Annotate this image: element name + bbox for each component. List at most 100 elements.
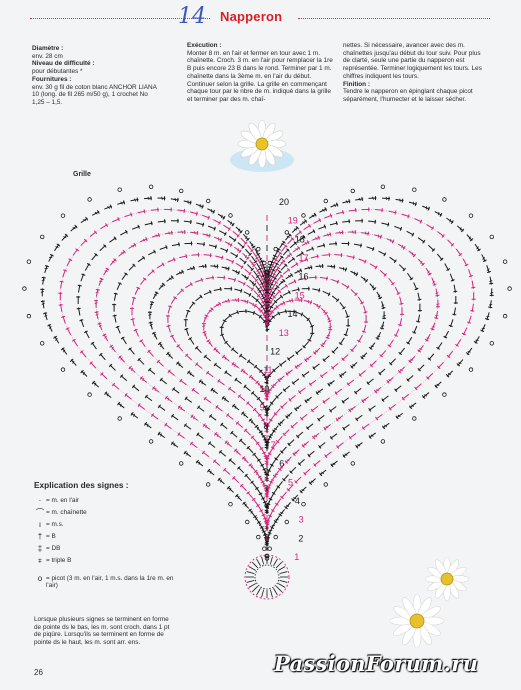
stitch-symbol — [213, 287, 222, 292]
stitch-symbol — [250, 391, 259, 399]
stitch-symbol — [253, 364, 262, 372]
stitch-symbol — [164, 422, 172, 430]
stitch-symbol — [144, 394, 153, 402]
daisy-image-top — [230, 119, 294, 172]
finition-label: Finition : — [343, 80, 370, 88]
stitch-symbol — [445, 370, 453, 378]
stitch-symbol — [277, 300, 286, 307]
stitch-symbol — [196, 432, 204, 439]
stitch-symbol — [434, 311, 439, 320]
stitch-symbol — [285, 369, 293, 376]
stitch-symbol — [286, 309, 296, 314]
stitch-symbol — [213, 301, 222, 308]
picot-symbol — [26, 313, 32, 319]
stitch-symbol — [237, 280, 246, 286]
stitch-symbol — [210, 387, 218, 395]
stitch-symbol — [366, 378, 374, 386]
stitch-symbol — [355, 442, 363, 449]
stitch-symbol — [342, 219, 351, 224]
row-number-label: 15 — [295, 290, 305, 300]
page-number: 26 — [34, 668, 43, 677]
stitch-symbol — [272, 262, 279, 271]
stitch-symbol — [355, 196, 364, 202]
stitch-symbol — [166, 275, 174, 282]
stitch-symbol — [323, 232, 332, 237]
stitch-symbol — [291, 494, 299, 502]
stitch-symbol — [41, 276, 46, 285]
stitch-symbol — [66, 258, 73, 267]
stitch-symbol — [235, 493, 243, 502]
stitch-symbol — [295, 348, 303, 355]
stitch-symbol — [195, 203, 204, 209]
stitch-symbol — [353, 243, 363, 248]
stitch-symbol — [295, 311, 304, 317]
stitch-symbol — [158, 282, 166, 290]
stitch-symbol — [481, 254, 487, 263]
stitch-symbol — [394, 225, 403, 231]
stitch-symbol — [256, 396, 264, 405]
legend-item: ⧧= triple B — [34, 556, 184, 574]
fournitures-value: env. 30 g fil de coton blanc ANCHOR LIAN… — [32, 83, 157, 106]
stitch-symbol — [448, 319, 454, 328]
stitch-symbol — [313, 460, 321, 467]
stitch-symbol — [280, 263, 288, 271]
stitch-symbol — [303, 468, 311, 476]
stitch-symbol — [69, 358, 77, 366]
stitch-symbol — [310, 326, 315, 335]
legend-item: ·= m. en l'air — [34, 496, 184, 508]
stitch-symbol — [151, 331, 158, 340]
stitch-symbol — [273, 266, 281, 274]
picot-symbol — [117, 187, 122, 192]
stitch-symbol — [327, 380, 335, 387]
stitch-symbol — [318, 224, 327, 230]
row-number-label: 2 — [298, 533, 303, 543]
stitch-symbol — [234, 288, 243, 293]
chain-arch — [131, 254, 403, 462]
stitch-symbol — [241, 456, 249, 464]
stitch-symbol — [176, 269, 184, 276]
picot-symbol — [262, 546, 267, 551]
picot-symbol — [350, 188, 355, 194]
stitch-symbol — [291, 287, 300, 292]
stitch-symbol — [231, 403, 240, 411]
stitch-symbol — [272, 285, 280, 293]
stitch-symbol — [124, 393, 132, 400]
stitch-symbol — [334, 388, 343, 396]
picot-symbol — [442, 392, 447, 397]
stitch-symbol — [246, 310, 256, 315]
stitch-symbol — [226, 485, 234, 493]
stitch-symbol — [342, 451, 350, 458]
stitch-symbol — [91, 253, 98, 261]
stitch-symbol — [290, 262, 299, 269]
stitch-symbol — [76, 295, 81, 305]
stitch-symbol — [431, 277, 437, 286]
stitch-symbol — [139, 376, 148, 383]
picot-symbol — [468, 213, 474, 218]
stitch-symbol — [143, 196, 153, 201]
stitch-symbol — [324, 213, 333, 219]
stitch-symbol — [381, 301, 386, 310]
stitch-symbol — [98, 352, 106, 361]
stitch-symbol — [312, 347, 321, 355]
stitch-symbol — [357, 334, 363, 343]
stitch-symbol — [252, 407, 260, 415]
stitch-symbol — [360, 276, 369, 283]
stitch-symbol — [94, 299, 99, 308]
triple-treble-icon: ⧧ — [37, 556, 43, 565]
stitch-symbol — [248, 463, 256, 471]
stitch-symbol — [218, 230, 227, 237]
stitch-symbol — [444, 263, 451, 272]
stitch-symbol — [292, 449, 300, 457]
stitch-symbol — [286, 354, 295, 361]
stitch-symbol — [115, 325, 121, 334]
stitch-symbol — [382, 311, 387, 320]
stitch-symbol — [224, 340, 232, 348]
stitch-symbol — [308, 212, 317, 219]
stitch-symbol — [120, 229, 128, 236]
stitch-symbol — [166, 351, 174, 359]
stitch-symbol — [287, 256, 296, 264]
stitch-symbol — [399, 296, 404, 305]
stitch-symbol — [428, 244, 436, 252]
execution-column: Exécution : Monter 8 m. en l'air et ferm… — [187, 42, 337, 104]
stitch-symbol — [304, 396, 312, 404]
